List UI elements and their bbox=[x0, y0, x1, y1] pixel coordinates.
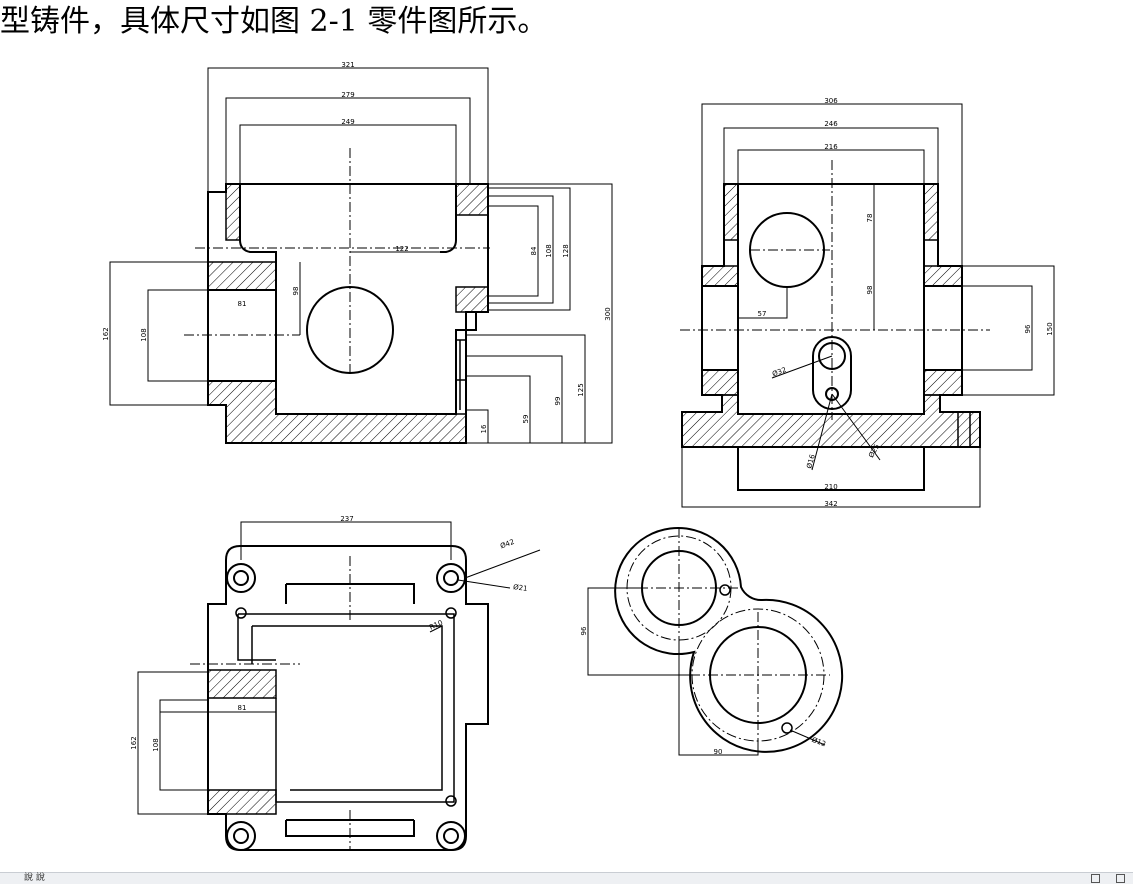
top-small-hole-1 bbox=[235, 607, 247, 619]
front-hatch-right-mid bbox=[455, 286, 489, 313]
side-hatch-base bbox=[681, 394, 981, 448]
front-hatch-right-top bbox=[455, 183, 489, 216]
top-outer-flange bbox=[207, 545, 489, 851]
side-hatch-left-boss bbox=[701, 265, 739, 287]
dim-90-detail: 90 bbox=[714, 748, 723, 756]
detail-dimension-texts: 96 90 Ø12 bbox=[580, 626, 827, 756]
top-hole-tr-outer bbox=[436, 563, 466, 593]
top-dimension-texts: 237 Ø42 Ø21 R10 81 162 108 bbox=[130, 515, 528, 752]
dim-128: 128 bbox=[562, 244, 570, 257]
front-hatch-left-wall bbox=[225, 183, 241, 241]
dim-150: 150 bbox=[1046, 322, 1054, 335]
status-left-text: 說 說 bbox=[24, 873, 45, 883]
top-hole-bl-outer bbox=[226, 821, 256, 851]
dim-59: 59 bbox=[522, 415, 530, 424]
dim-dia21: Ø21 bbox=[513, 583, 528, 593]
page-view-icon[interactable] bbox=[1091, 874, 1100, 883]
dim-321: 321 bbox=[341, 61, 354, 69]
dim-dia12: Ø12 bbox=[811, 736, 827, 748]
dim-dia42: Ø42 bbox=[499, 538, 515, 550]
dim-108-left: 108 bbox=[140, 328, 148, 341]
dim-108: 108 bbox=[545, 244, 553, 257]
top-right-tab bbox=[466, 603, 489, 724]
top-hole-br-outer bbox=[436, 821, 466, 851]
dim-57: 57 bbox=[758, 310, 767, 318]
front-dimension-texts: 321 279 249 122 81 98 84 108 128 300 125… bbox=[102, 61, 612, 433]
detail-outline bbox=[614, 527, 844, 753]
status-bar: 說 說 bbox=[0, 872, 1133, 884]
caption-text: 型铸件，具体尺寸如图 2-1 零件图所示。 bbox=[0, 4, 548, 39]
dim-237: 237 bbox=[340, 515, 353, 523]
front-hatch-bottom bbox=[207, 380, 467, 444]
dim-342: 342 bbox=[824, 500, 837, 508]
top-view bbox=[207, 545, 489, 851]
detail-view bbox=[614, 527, 844, 753]
dim-162-left: 162 bbox=[102, 327, 110, 340]
top-hole-tl-inner bbox=[233, 570, 249, 586]
top-dimension-lines bbox=[137, 521, 541, 850]
dim-98-side: 98 bbox=[866, 286, 874, 295]
top-hole-br-inner bbox=[443, 828, 459, 844]
dim-99: 99 bbox=[554, 397, 562, 406]
top-small-hole-3 bbox=[445, 795, 457, 807]
top-small-hole-2 bbox=[445, 607, 457, 619]
side-hatch-left-wall bbox=[723, 183, 739, 241]
dim-108-top: 108 bbox=[152, 738, 160, 751]
dim-279: 279 bbox=[341, 91, 354, 99]
dim-81: 81 bbox=[238, 300, 247, 308]
front-dimension-lines bbox=[109, 67, 613, 444]
side-view bbox=[681, 183, 981, 491]
dim-96-side: 96 bbox=[1024, 324, 1032, 333]
dim-dia32: Ø32 bbox=[771, 366, 787, 378]
dim-162-top: 162 bbox=[130, 736, 138, 749]
dim-122: 122 bbox=[395, 245, 408, 253]
top-hole-tl-outer bbox=[226, 563, 256, 593]
front-left-bore bbox=[208, 289, 276, 382]
dim-16: 16 bbox=[480, 424, 488, 433]
side-right-lug bbox=[957, 412, 971, 447]
dim-98: 98 bbox=[292, 287, 300, 296]
side-bores bbox=[702, 285, 962, 371]
dim-96-detail: 96 bbox=[580, 626, 588, 635]
side-hatch-right-boss bbox=[923, 265, 963, 287]
front-outline bbox=[207, 183, 489, 444]
top-hole-bl-inner bbox=[233, 828, 249, 844]
side-hatch-right-wall bbox=[923, 183, 939, 241]
top-hatch-upper bbox=[207, 669, 277, 699]
status-right-icons bbox=[1091, 874, 1125, 883]
top-hole-tr-inner bbox=[443, 570, 459, 586]
top-hatch-lower bbox=[207, 789, 277, 815]
detail-small-hole-1 bbox=[719, 584, 731, 596]
dim-81-top: 81 bbox=[238, 704, 247, 712]
dim-246: 246 bbox=[824, 120, 838, 128]
top-inner-wall bbox=[237, 613, 455, 803]
layout-icon[interactable] bbox=[1116, 874, 1125, 883]
dim-210: 210 bbox=[824, 483, 837, 491]
dim-300: 300 bbox=[604, 307, 612, 320]
dim-dia16: Ø16 bbox=[805, 453, 817, 470]
dim-84: 84 bbox=[530, 246, 538, 255]
front-cavity bbox=[239, 184, 477, 415]
front-view bbox=[207, 183, 489, 444]
top-top-slot bbox=[285, 583, 415, 837]
front-right-bore bbox=[456, 339, 466, 410]
dim-125: 125 bbox=[577, 383, 585, 396]
side-hatch-right-low bbox=[923, 369, 963, 396]
detail-dimension-lines bbox=[587, 528, 830, 756]
front-hatch-left-boss bbox=[207, 261, 277, 291]
side-hatch-left-low bbox=[701, 369, 739, 396]
detail-small-hole-2 bbox=[781, 722, 793, 734]
side-base-foot bbox=[737, 447, 925, 491]
dim-216: 216 bbox=[824, 143, 838, 151]
side-dimension-lines bbox=[680, 103, 1055, 508]
top-left-bore bbox=[207, 698, 277, 790]
dim-249: 249 bbox=[341, 118, 354, 126]
side-cavity bbox=[737, 184, 925, 415]
dim-78: 78 bbox=[866, 214, 874, 223]
dim-306: 306 bbox=[824, 97, 838, 105]
top-inner-cavity bbox=[251, 625, 443, 791]
